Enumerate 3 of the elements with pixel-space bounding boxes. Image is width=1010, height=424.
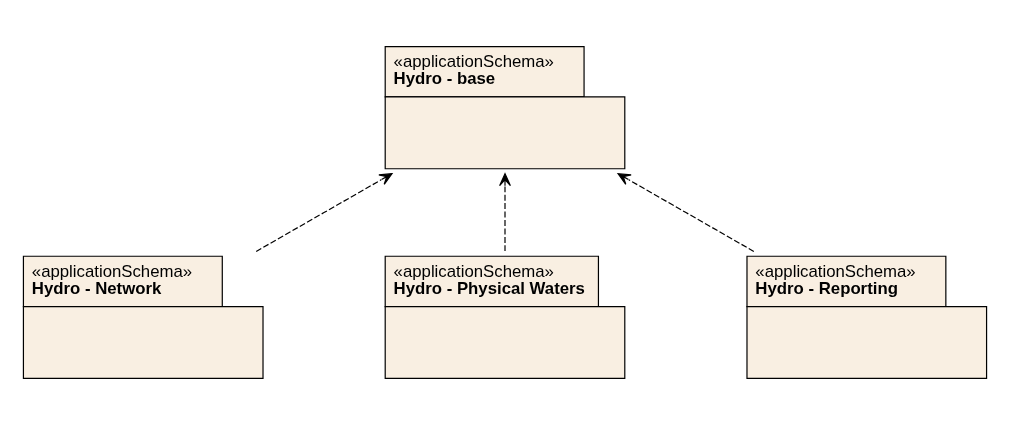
arrow xyxy=(617,172,755,252)
arrow xyxy=(255,172,393,252)
arrow xyxy=(499,172,511,252)
